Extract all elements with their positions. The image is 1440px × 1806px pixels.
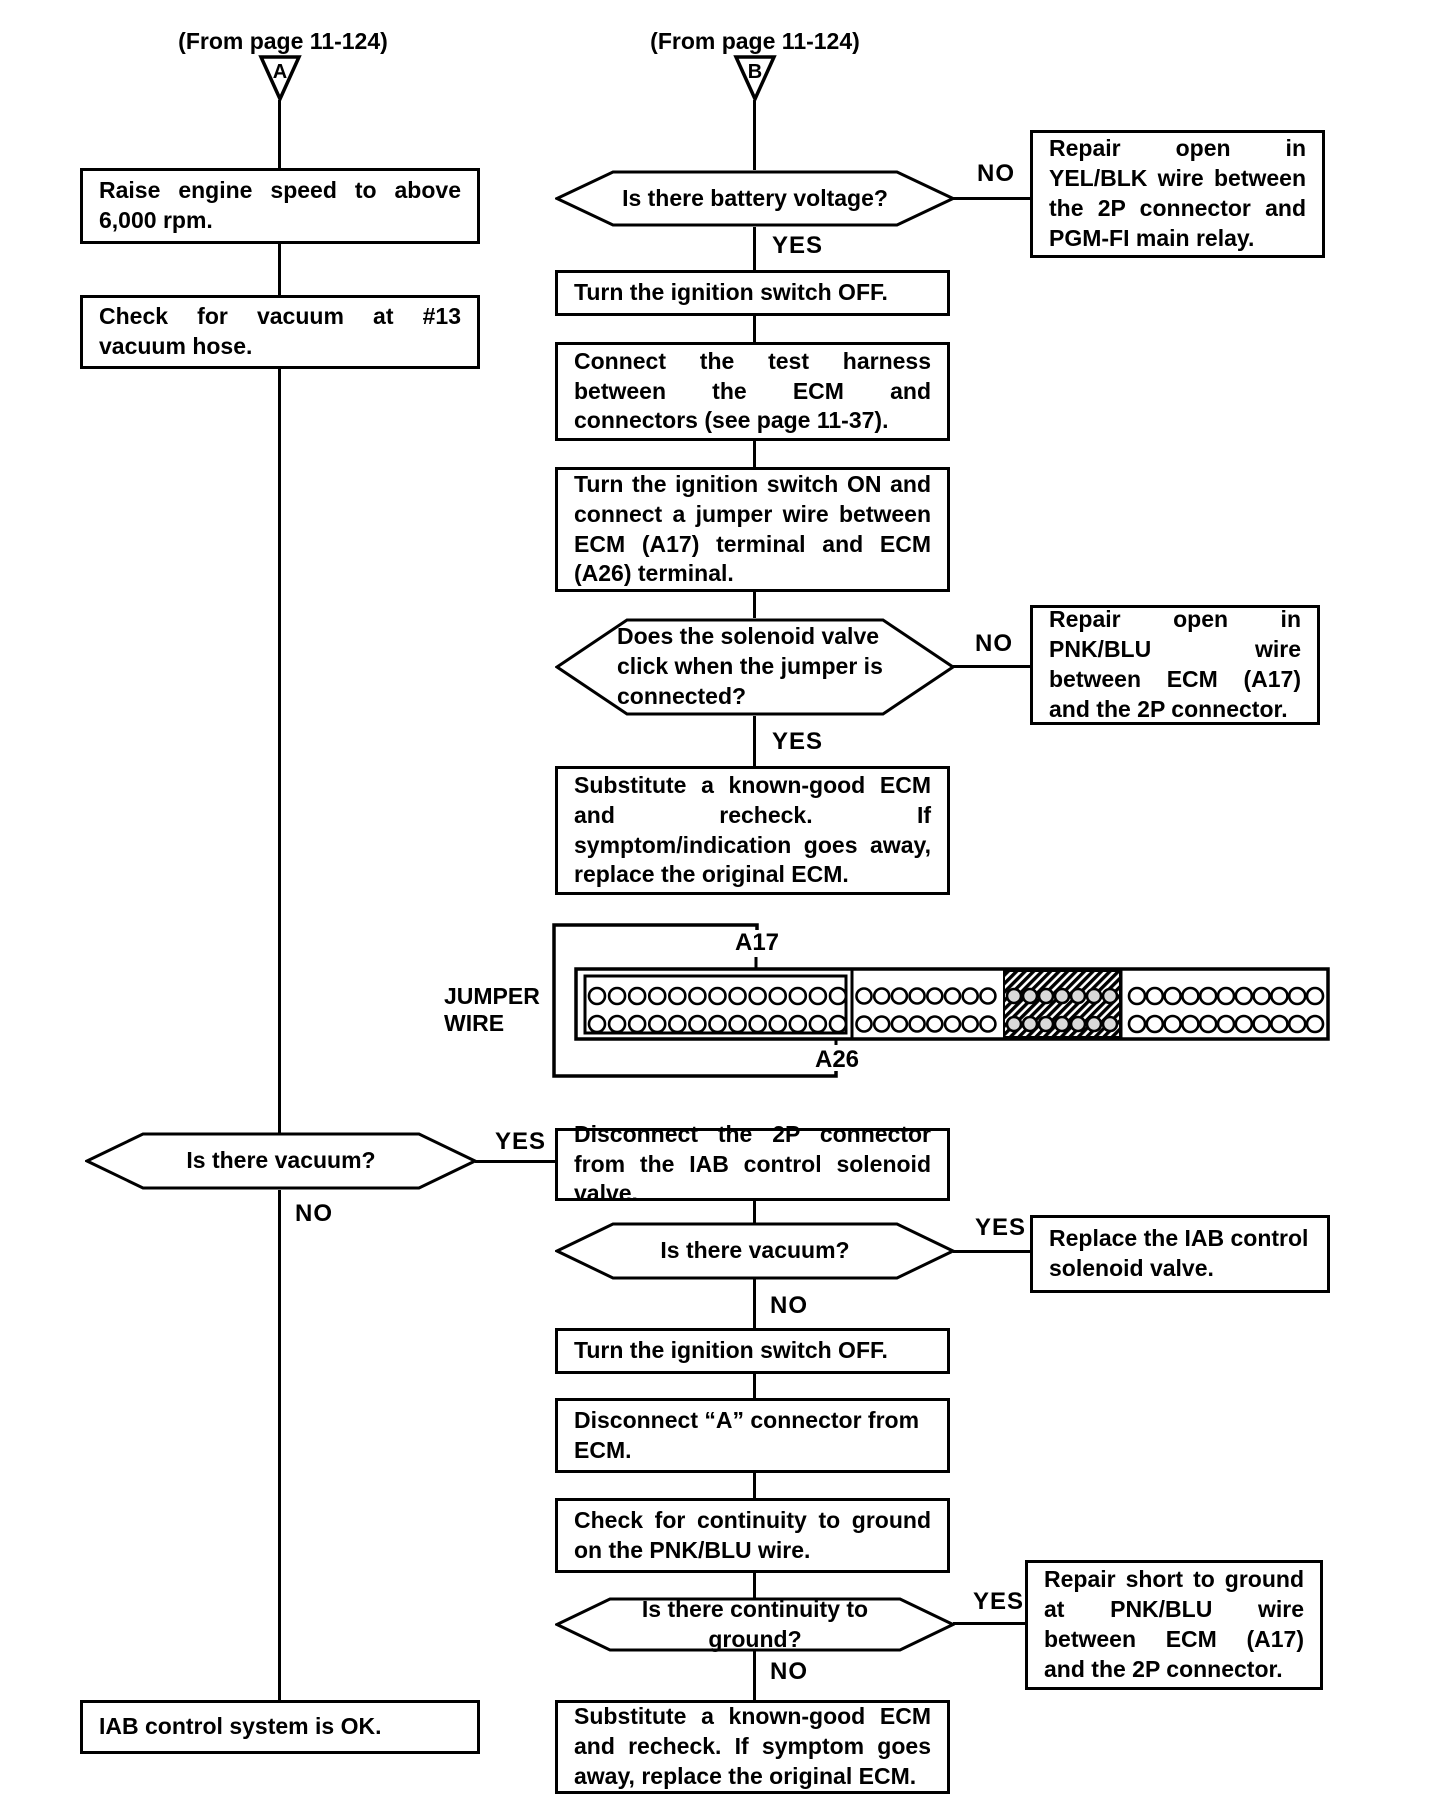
yes-label: YES	[973, 1588, 1025, 1615]
connector-c-pins-row1	[1005, 987, 1119, 1005]
flow-line	[753, 1651, 756, 1701]
decision-continuity-to-ground: Is there continuity to ground?	[555, 1596, 955, 1652]
process-box-disconnect-2p: Disconnect the 2P connector from the IAB…	[555, 1121, 950, 1206]
result-box-repair-short: Repair short to ground at PNK/BLU wire b…	[1025, 1560, 1323, 1690]
terminal-box-iab-ok: IAB control system is OK.	[80, 1700, 480, 1754]
pin-a26-label: A26	[814, 1046, 860, 1073]
process-box-test-harness: Connect the test harness between the ECM…	[555, 342, 950, 441]
flow-line	[753, 227, 756, 270]
connector-triangle-a: A	[258, 55, 302, 102]
process-box-disconnect-a-connector: Disconnect “A” connector from ECM.	[555, 1398, 950, 1473]
process-box-check-vacuum: Check for vacuum at #13 vacuum hose.	[80, 295, 480, 369]
from-page-label-a: (From page 11-124)	[178, 28, 388, 54]
decision-solenoid-click: Does the solenoid valve click when the j…	[555, 618, 955, 716]
no-label: NO	[295, 1200, 333, 1227]
no-label: NO	[975, 630, 1013, 657]
yes-label: YES	[772, 728, 824, 755]
flow-line	[753, 100, 756, 170]
connector-c-pins-row2	[1005, 1015, 1119, 1033]
terminal-box-substitute-ecm-1: Substitute a known-good ECM and recheck.…	[555, 766, 950, 895]
no-label: NO	[977, 160, 1015, 187]
triangle-b-letter: B	[748, 61, 762, 83]
flow-line	[753, 441, 756, 467]
no-label: NO	[770, 1658, 808, 1685]
decision-is-there-vacuum-left: Is there vacuum?	[85, 1132, 477, 1190]
process-box-ignition-off-1: Turn the ignition switch OFF.	[555, 270, 950, 316]
flow-line	[753, 314, 756, 342]
flow-line	[753, 1200, 756, 1224]
connector-d-pins-row2	[1127, 1014, 1325, 1034]
result-box-repair-pnk-blu: Repair open in PNK/BLU wire between ECM …	[1030, 605, 1320, 725]
terminal-box-substitute-ecm-2: Substitute a known-good ECM and recheck.…	[555, 1700, 950, 1794]
connector-a-pins-row1	[587, 986, 848, 1006]
connector-b-pins-row1	[855, 987, 997, 1005]
jumper-wire-path	[552, 923, 838, 1078]
flow-line	[278, 1190, 281, 1702]
result-box-repair-yel-blk: Repair open in YEL/BLK wire between the …	[1030, 130, 1325, 258]
yes-label: YES	[495, 1128, 547, 1155]
jumper-wire-label: JUMPER WIRE	[444, 983, 540, 1036]
yes-label: YES	[772, 232, 824, 259]
flow-line	[953, 1250, 1030, 1253]
triangle-a-letter: A	[273, 61, 287, 83]
flow-line	[753, 1279, 756, 1329]
flow-line	[953, 665, 1030, 668]
flow-line	[753, 1572, 756, 1598]
flow-line	[278, 369, 281, 1133]
process-box-check-continuity: Check for continuity to ground on the PN…	[555, 1498, 950, 1573]
pin-a17-label: A17	[734, 929, 780, 956]
decision-is-there-vacuum-mid: Is there vacuum?	[555, 1222, 955, 1280]
process-box-ignition-on-jumper: Turn the ignition switch ON and connect …	[555, 467, 950, 592]
connector-d-pins-row1	[1127, 986, 1325, 1006]
flow-line	[953, 197, 1030, 200]
connector-triangle-b: B	[733, 55, 777, 102]
flow-line	[278, 100, 281, 168]
decision-battery-voltage: Is there battery voltage?	[555, 170, 955, 227]
no-label: NO	[770, 1292, 808, 1319]
flow-line	[753, 1373, 756, 1399]
process-box-ignition-off-2: Turn the ignition switch OFF.	[555, 1328, 950, 1374]
flow-line	[953, 1622, 1025, 1625]
connector-a-pins-row2	[587, 1014, 848, 1034]
from-page-label-b: (From page 11-124)	[650, 28, 860, 54]
flow-line	[475, 1160, 557, 1163]
process-box-raise-engine: Raise engine speed to above 6,000 rpm.	[80, 168, 480, 244]
flow-line	[753, 1472, 756, 1499]
flow-line	[278, 244, 281, 295]
flow-line	[753, 592, 756, 618]
flow-line	[753, 716, 756, 766]
yes-label: YES	[975, 1214, 1027, 1241]
result-box-replace-iab-valve: Replace the IAB control solenoid valve.	[1030, 1215, 1330, 1293]
connector-b-pins-row2	[855, 1015, 997, 1033]
ecm-connector-diagram	[552, 923, 1330, 1078]
